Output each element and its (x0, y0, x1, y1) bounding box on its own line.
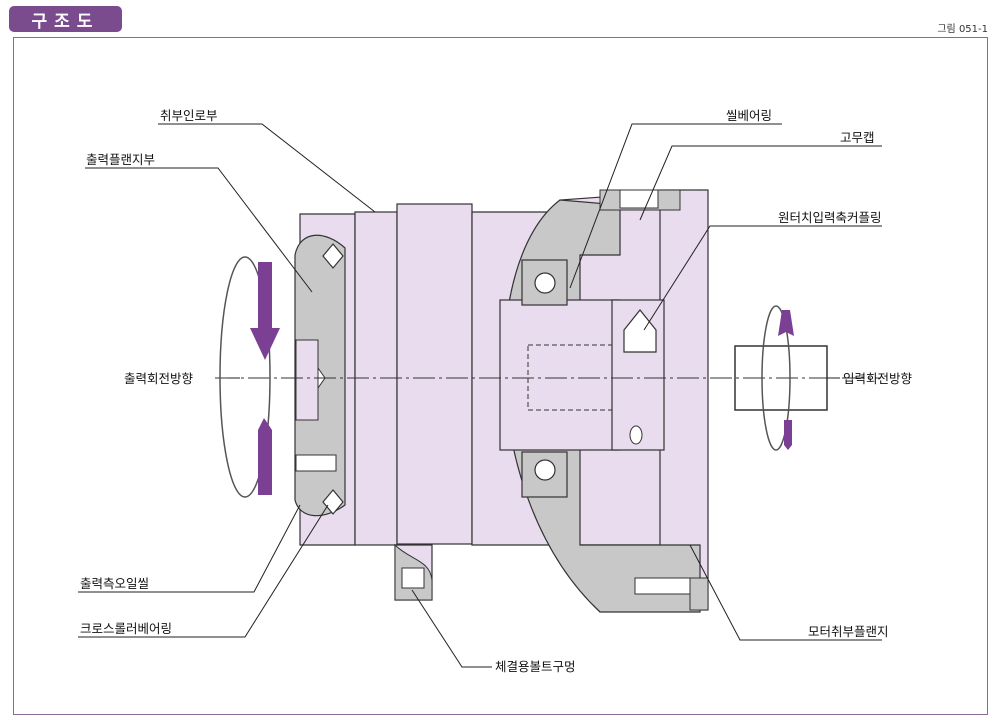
title-badge: 구조도 (9, 6, 122, 32)
bearing-top (521, 259, 568, 306)
label-one-touch-coupling: 원터치입력축커플링 (778, 210, 882, 225)
title-text: 구조도 (31, 11, 100, 32)
label-fastening-bolt-hole: 체결용볼트구멍 (495, 659, 576, 674)
label-output-rotation: 출력회전방향 (124, 371, 194, 386)
figure-number: 그림 051-1 (937, 24, 988, 35)
label-mounting-spigot: 취부인로부 (160, 108, 218, 123)
output-arrow-down (250, 262, 280, 360)
output-rotation-ellipse (219, 256, 271, 498)
label-output-flange: 출력플랜지부 (86, 152, 155, 167)
label-output-oil-seal: 출력측오일씰 (80, 576, 149, 591)
output-arrow-up (258, 418, 272, 495)
bearing-bottom (521, 451, 568, 498)
label-input-rotation: 입력회전방향 (843, 371, 913, 386)
center-ring (396, 203, 473, 545)
label-rubber-cap: 고무캡 (840, 130, 875, 145)
label-cross-roller-bearing: 크로스롤러베어링 (80, 621, 172, 636)
inner-shaft (499, 299, 621, 451)
rubber-cap (619, 189, 659, 209)
input-rotation-ellipse (761, 305, 791, 451)
drawing-frame (13, 37, 988, 715)
coupling-key (623, 309, 657, 353)
cross-roller-bottom (322, 489, 344, 515)
label-seal-bearing: 씰베어링 (726, 108, 772, 123)
cross-roller-top (322, 243, 344, 269)
label-motor-flange: 모터취부플랜지 (808, 624, 889, 639)
